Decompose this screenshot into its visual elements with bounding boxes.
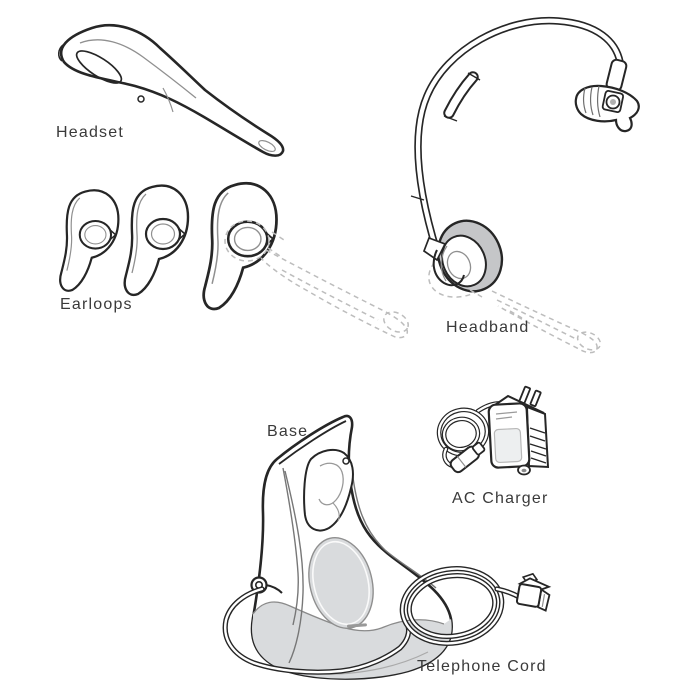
cord-coil-outer-core (401, 567, 503, 645)
headset-end-notch (58, 44, 64, 62)
earloop-medium (123, 184, 190, 297)
band-cushion-hook (432, 249, 465, 287)
tpad-rib2 (590, 86, 594, 116)
label-base: Base (267, 423, 309, 440)
headband-sleeve-tick2 (467, 72, 481, 81)
label-ac-charger: AC Charger (452, 490, 549, 507)
headband-sleeve-inner (445, 73, 477, 117)
headband-band-tick (410, 195, 425, 201)
label-headband: Headband (446, 319, 530, 336)
label-headset: Headset (56, 124, 124, 141)
base-jack-stub (265, 584, 283, 594)
headset-illustration (58, 23, 285, 157)
base-gray-band (252, 602, 452, 679)
base-front-seam (284, 470, 304, 664)
headband-ghost-boom (469, 289, 602, 354)
charger-label-panel (493, 427, 523, 464)
cord-run-core (223, 587, 410, 674)
headband-sleeve-tick1 (443, 115, 458, 122)
charger-prong-1 (518, 385, 531, 404)
headset-mic-tip (258, 139, 276, 153)
plantronics-logo-mark (346, 623, 367, 628)
ear-cushion-inner (446, 250, 472, 280)
headset-button (137, 95, 145, 103)
band-cushion-clip (422, 236, 447, 262)
base-dock-lobe1 (318, 462, 344, 506)
headset-speaker-oval (75, 50, 123, 84)
base-right-contour (351, 469, 437, 589)
tpad-rib1 (583, 87, 587, 114)
ear-cushion-mid (441, 234, 487, 288)
base-front-oval (308, 537, 374, 629)
earloops-illustration (59, 181, 409, 339)
headband-illustration (410, 16, 640, 354)
charger-front-line2 (495, 416, 513, 420)
headset-body (59, 23, 285, 157)
headband-band-inner (415, 18, 623, 255)
charger-foot-center (521, 468, 527, 473)
tpad-rib3 (597, 85, 601, 118)
charger-prong-2 (529, 389, 542, 407)
base-arm-inner-edge (282, 467, 299, 626)
tpad-screw-hole (610, 99, 616, 105)
headset-inner-contour (79, 39, 197, 99)
headband-band-outer (414, 16, 624, 256)
earloop-small (59, 189, 120, 292)
base-front-oval-inner (312, 540, 370, 626)
base-arm-ridge (278, 420, 347, 465)
telephone-cord-illustration (222, 566, 552, 675)
label-telephone-cord: Telephone Cord (417, 658, 547, 675)
charger-front-line1 (495, 411, 518, 415)
charger-coil-inner-core (442, 417, 480, 451)
barrel-plug (449, 441, 486, 474)
cord-coil-inner-core (408, 574, 496, 638)
earloop-large (202, 181, 278, 311)
base-dock-pin (342, 457, 350, 465)
ear-cushion-arc (440, 245, 448, 282)
base-dock-lobe2 (332, 502, 340, 522)
rj11-plug (515, 572, 552, 612)
label-earloops: Earloops (60, 296, 133, 313)
ac-charger-illustration (436, 385, 550, 476)
headset-boom-joint (162, 87, 174, 113)
charger-vents (529, 427, 547, 464)
